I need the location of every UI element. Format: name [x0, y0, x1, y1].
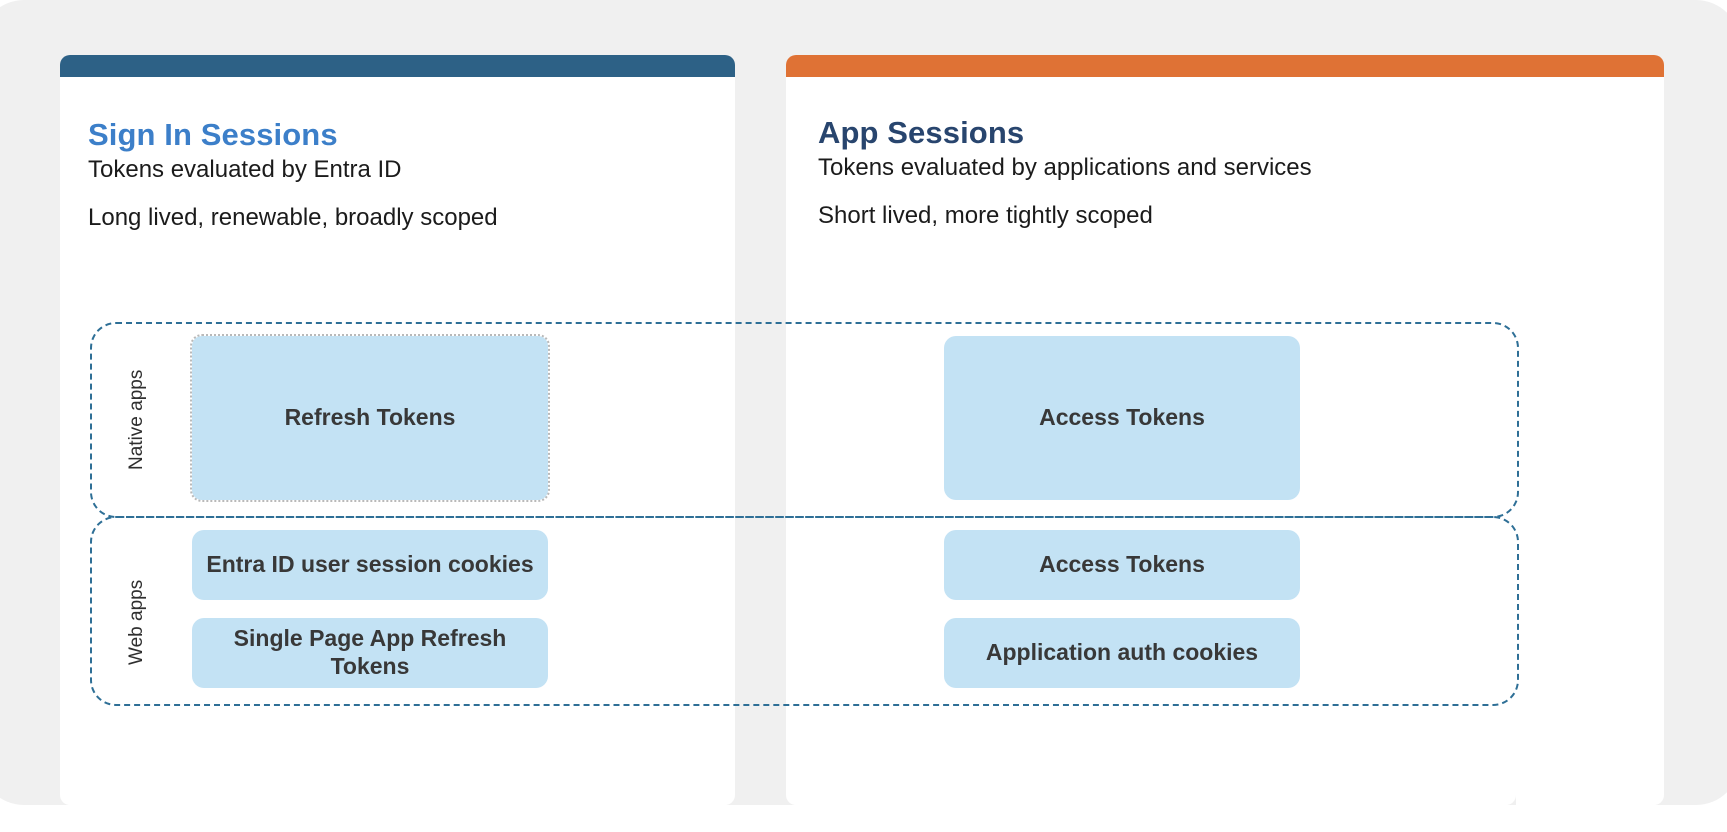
right-panel-header: App Sessions Tokens evaluated by applica… — [818, 115, 1312, 230]
left-panel-header: Sign In Sessions Tokens evaluated by Ent… — [88, 117, 498, 232]
group-web-apps — [90, 516, 1519, 706]
right-panel-subtitle: Tokens evaluated by applications and ser… — [818, 153, 1312, 181]
left-panel-accent-bar — [60, 55, 735, 77]
chip-access-tokens-native[interactable]: Access Tokens — [944, 336, 1300, 500]
left-panel-subtitle: Tokens evaluated by Entra ID — [88, 155, 402, 183]
row-label-native-apps: Native apps — [126, 369, 147, 470]
chip-access-tokens-web[interactable]: Access Tokens — [944, 530, 1300, 600]
right-panel-title: App Sessions — [818, 115, 1025, 150]
right-panel-accent-bar — [786, 55, 1664, 77]
right-panel-description: Short lived, more tightly scoped — [818, 202, 1153, 230]
panel-app-sessions-extension — [1516, 55, 1664, 805]
left-panel-description: Long lived, renewable, broadly scoped — [88, 204, 498, 232]
chip-single-page-app-refresh-tokens[interactable]: Single Page App Refresh Tokens — [192, 618, 548, 688]
chip-refresh-tokens[interactable]: Refresh Tokens — [190, 334, 550, 502]
chip-application-auth-cookies[interactable]: Application auth cookies — [944, 618, 1300, 688]
chip-entra-id-user-session-cookies[interactable]: Entra ID user session cookies — [192, 530, 548, 600]
left-panel-title: Sign In Sessions — [88, 117, 338, 152]
panel-gap — [735, 55, 786, 805]
row-label-web-apps: Web apps — [126, 579, 147, 665]
